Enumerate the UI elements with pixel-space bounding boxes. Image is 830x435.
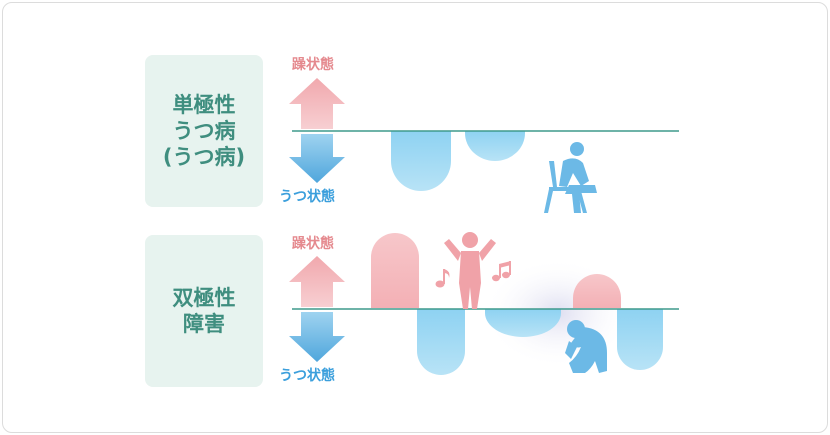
bipolar-depression-label: うつ状態 [279,368,335,384]
unipolar-label-box: 単極性 うつ病 (うつ病) [145,55,263,207]
bipolar-label-box: 双極性 障害 [145,235,263,387]
music-note-icon [492,261,511,282]
bipolar-row [289,232,679,375]
mania-arrow [289,78,345,129]
depression-hump [485,309,561,337]
depression-hump [391,131,451,191]
unipolar-label-line: 単極性 [172,93,236,117]
bipolar-mania-label: 躁状態 [292,236,334,252]
unipolar-label-line: (うつ病) [162,145,246,169]
depression-arrow [289,312,345,362]
mania-hump [573,274,621,308]
depression-arrow [289,134,345,183]
mania-arrow [289,256,345,307]
mood-diagram [289,78,679,375]
bipolar-label-line: 双極性 [172,286,236,310]
depression-hump [465,131,525,161]
unipolar-depression-label: うつ状態 [279,189,335,205]
crouching-person-icon [565,320,607,373]
unipolar-mania-label: 躁状態 [292,57,334,73]
music-note-icon [435,269,450,288]
sitting-person-icon [544,142,597,213]
mania-hump [371,233,419,308]
depression-hump [417,309,465,375]
cheering-person-icon [444,232,496,309]
unipolar-label-line: うつ病 [172,119,236,143]
unipolar-row [289,78,679,213]
bipolar-label-line: 障害 [183,312,225,336]
depression-hump [617,309,663,370]
